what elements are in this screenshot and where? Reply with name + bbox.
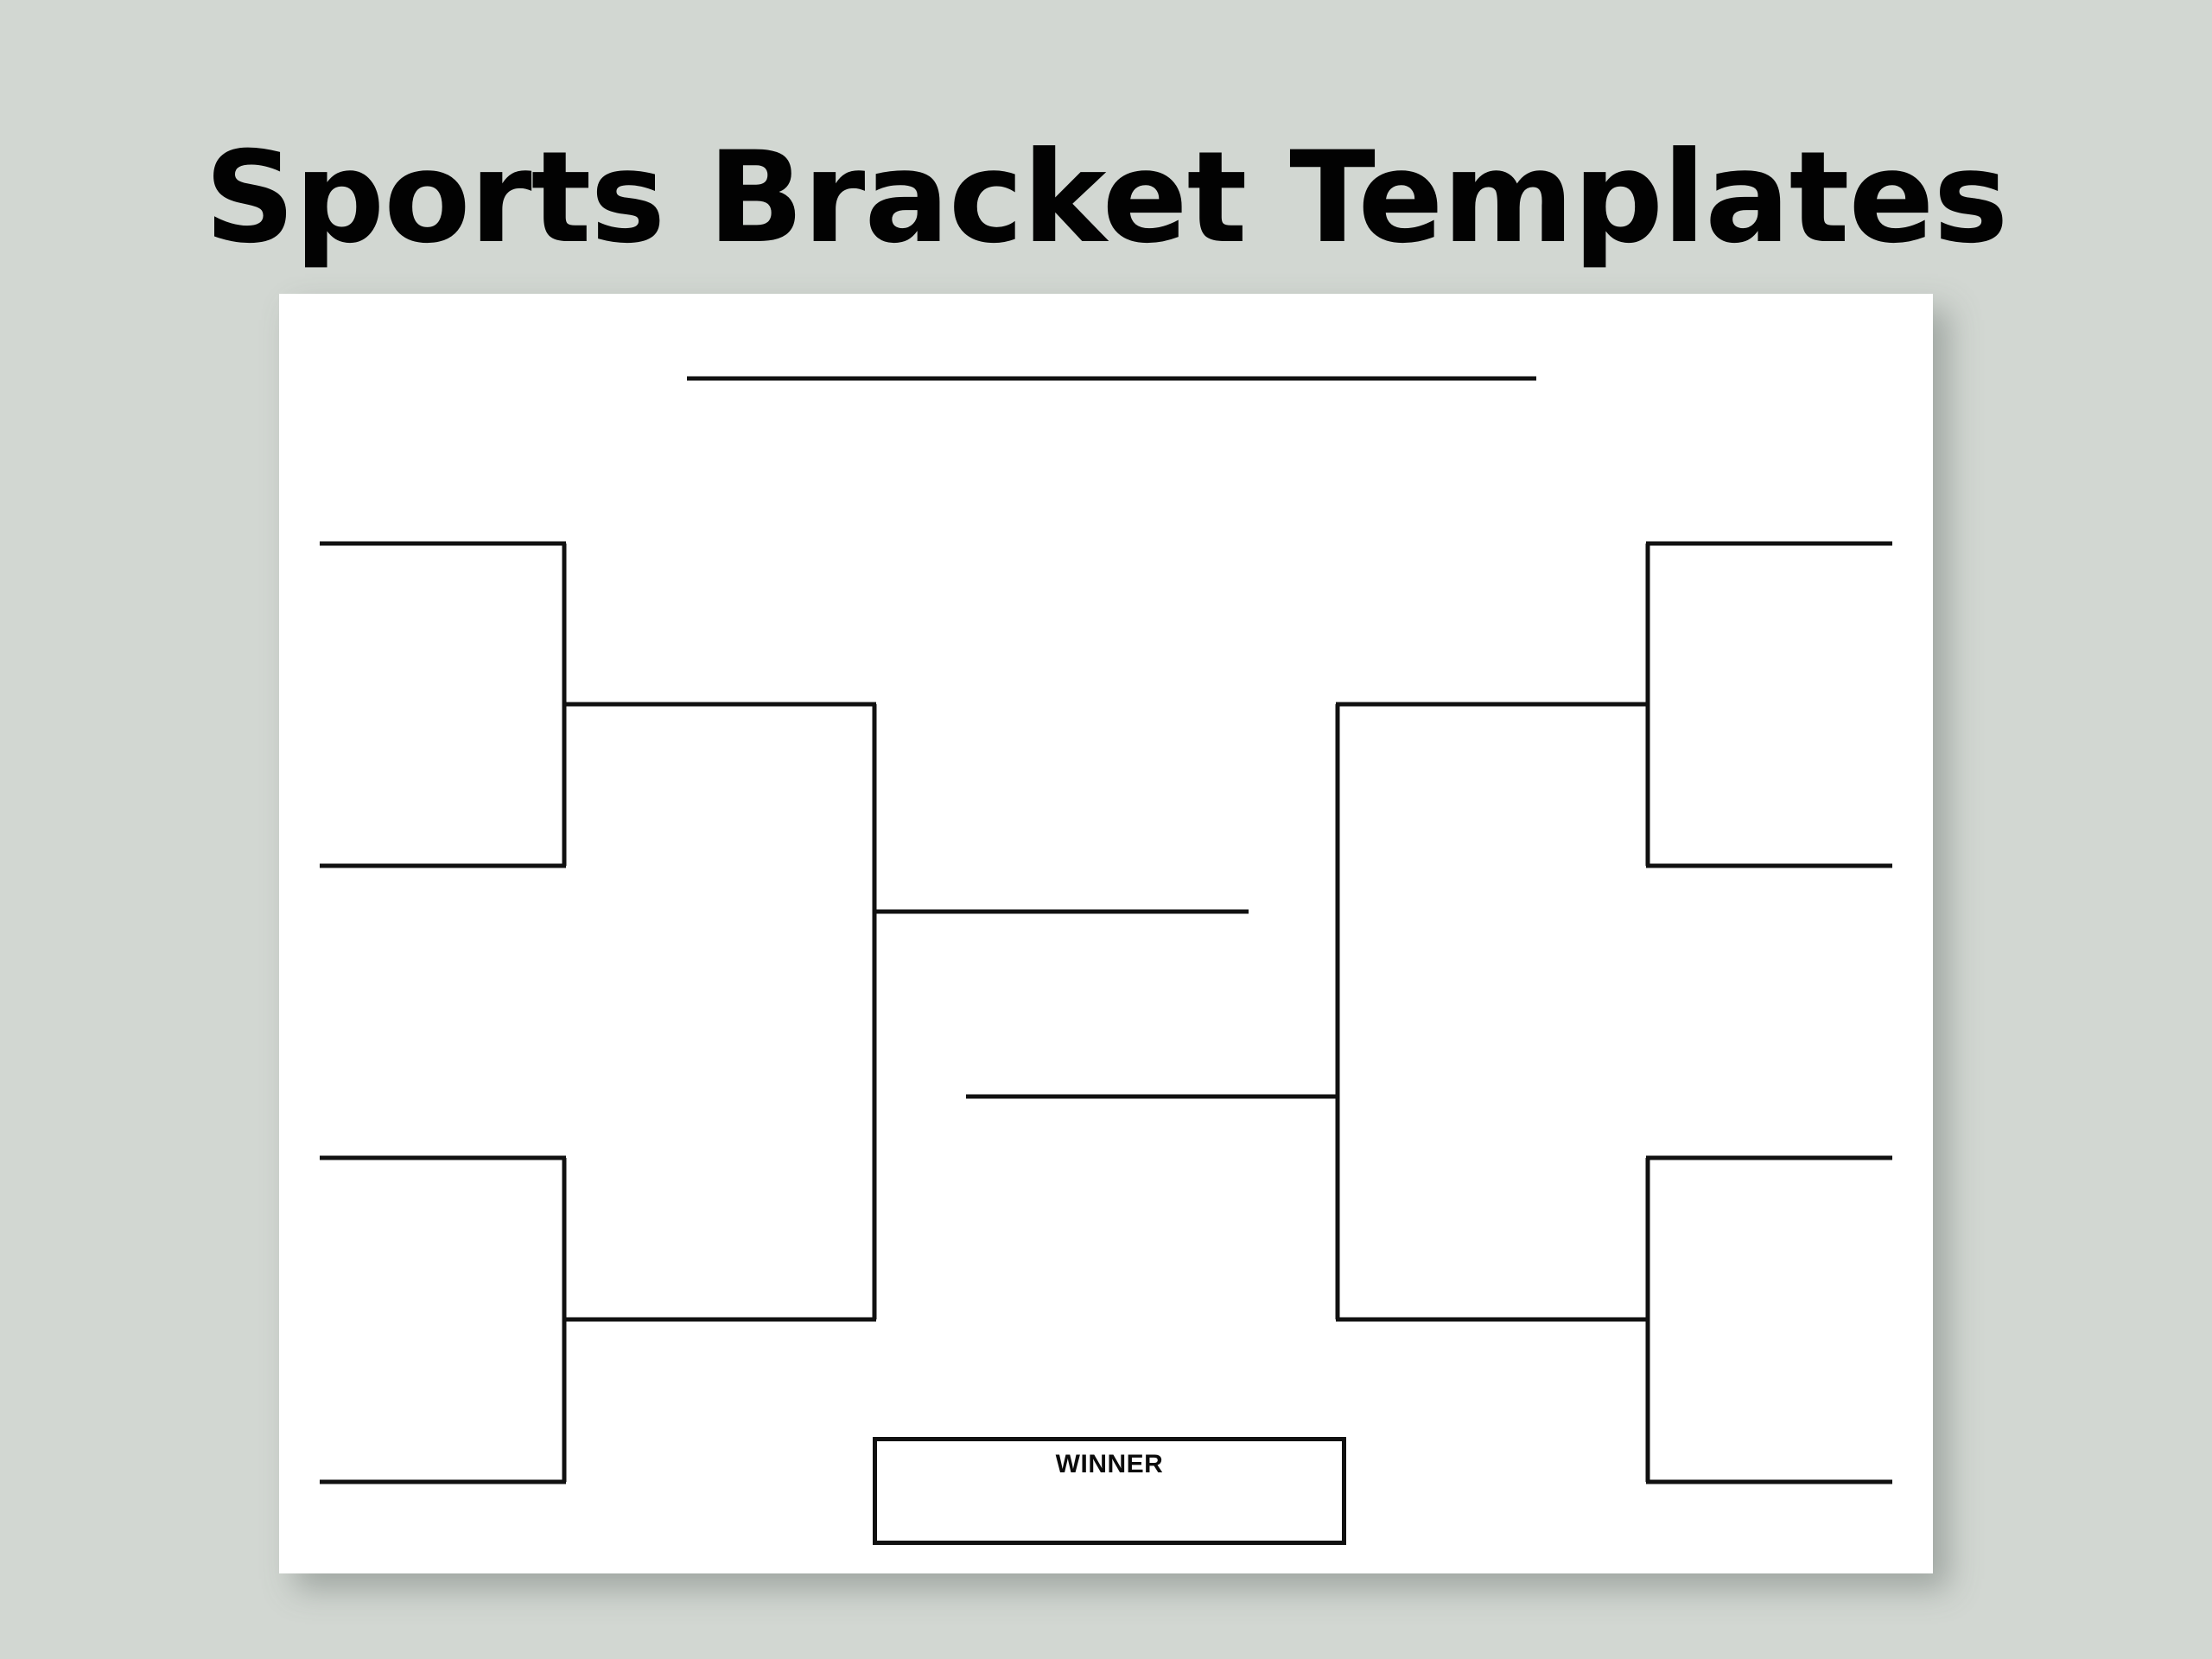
winner-label: WINNER: [1055, 1450, 1164, 1478]
bracket-sheet: WINNER: [279, 294, 1933, 1573]
page-title: Sports Bracket Templates: [204, 124, 2009, 271]
winner-box[interactable]: WINNER: [873, 1437, 1346, 1545]
bracket-diagram: [320, 376, 1892, 1484]
